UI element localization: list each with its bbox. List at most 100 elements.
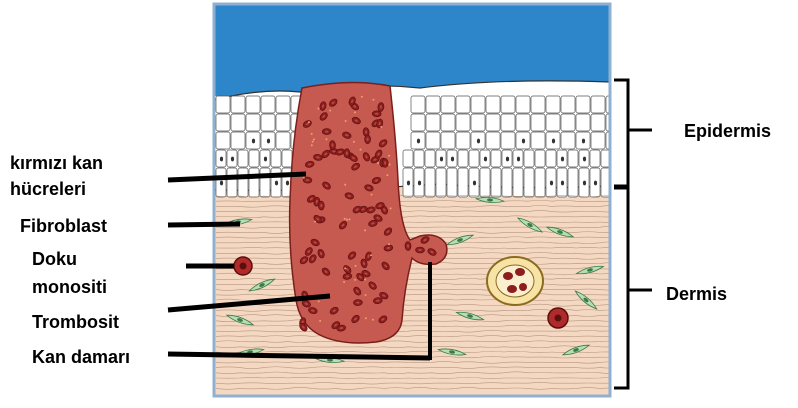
cell-nucleus — [522, 139, 525, 144]
cell-nucleus — [417, 139, 420, 144]
red-blood-cell — [382, 158, 389, 168]
vessel-rbc — [519, 283, 527, 291]
cell-nucleus — [506, 157, 509, 162]
epidermis-cell — [238, 150, 248, 167]
cell-nucleus — [286, 181, 289, 186]
platelet-speck — [303, 177, 305, 179]
epidermis-cell — [231, 96, 245, 113]
epidermis-cell — [501, 132, 515, 149]
cell-nucleus — [552, 139, 555, 144]
epidermis-cell — [249, 168, 259, 197]
epidermis-cell — [425, 168, 435, 197]
cell-nucleus — [451, 157, 454, 162]
platelet-speck — [388, 155, 390, 157]
epidermis-cell — [426, 114, 440, 131]
cell-nucleus — [252, 139, 255, 144]
cell-nucleus — [582, 139, 585, 144]
platelet-speck — [360, 149, 362, 151]
epidermis-cell — [546, 96, 560, 113]
platelet-speck — [344, 184, 346, 186]
platelet-speck — [344, 218, 346, 220]
cell-nucleus — [594, 181, 597, 186]
red-blood-cell — [405, 241, 411, 250]
epidermis-cell — [276, 114, 290, 131]
cell-nucleus — [561, 181, 564, 186]
epidermis-cell — [568, 150, 578, 167]
epidermis-cell — [216, 114, 230, 131]
platelet-speck — [346, 219, 348, 221]
epidermis-cell — [524, 150, 534, 167]
epidermis-cell — [513, 168, 523, 197]
epidermis-cell — [216, 96, 230, 113]
epidermis-cell — [436, 168, 446, 197]
epidermis-cell — [441, 132, 455, 149]
cell-nucleus — [440, 157, 443, 162]
epidermis-cell — [502, 168, 512, 197]
epidermis-cell — [606, 114, 620, 131]
epidermis-cell — [458, 150, 468, 167]
cell-nucleus — [517, 157, 520, 162]
epidermis-cell — [227, 168, 237, 197]
epidermis-cell — [411, 114, 425, 131]
epidermis-cell — [238, 168, 248, 197]
cell-nucleus — [418, 181, 421, 186]
vessel-rbc — [515, 268, 525, 276]
cell-nucleus — [484, 157, 487, 162]
vessel-rbc — [507, 285, 517, 293]
epidermis-cell — [276, 132, 290, 149]
platelet-speck — [372, 319, 374, 321]
label-blood-vessel: Kan damarı — [32, 346, 130, 368]
cell-nucleus — [473, 181, 476, 186]
platelet-speck — [389, 164, 391, 166]
cell-nucleus — [583, 181, 586, 186]
platelet-speck — [354, 279, 356, 281]
label-fibroblast: Fibroblast — [20, 215, 107, 237]
epidermis-cell — [531, 114, 545, 131]
epidermis-cell — [456, 96, 470, 113]
epidermis-cell — [561, 132, 575, 149]
label-epidermis: Epidermis — [684, 120, 771, 142]
epidermis-cell — [426, 132, 440, 149]
epidermis-cell — [591, 96, 605, 113]
platelet-speck — [386, 174, 388, 176]
epidermis-cell — [216, 132, 230, 149]
platelet-speck — [319, 320, 321, 322]
platelet-speck — [355, 265, 357, 267]
platelet-speck — [329, 110, 331, 112]
cell-nucleus — [561, 157, 564, 162]
label-red-cells-line1: kırmızı kan — [10, 152, 103, 174]
platelet-speck — [370, 254, 372, 256]
epidermis-cell — [471, 96, 485, 113]
platelet-speck — [365, 294, 367, 296]
cell-nucleus — [264, 157, 267, 162]
leader-fibroblast — [168, 224, 240, 225]
label-tissue-monocyte-line2: monositi — [32, 276, 107, 298]
epidermis-cell — [516, 114, 530, 131]
epidermis-cell — [426, 96, 440, 113]
platelet-speck — [312, 141, 314, 143]
epidermis-cell — [546, 114, 560, 131]
epidermis-cell — [590, 150, 600, 167]
cell-nucleus — [220, 157, 223, 162]
tissue-monocyte-nucleus — [555, 315, 562, 322]
platelet-speck — [317, 108, 319, 110]
cell-nucleus — [477, 139, 480, 144]
platelet-speck — [372, 99, 374, 101]
epidermis-cell — [458, 168, 468, 197]
platelet-speck — [308, 121, 310, 123]
epidermis-cell — [231, 132, 245, 149]
epidermis-cell — [561, 96, 575, 113]
platelet-speck — [318, 300, 320, 302]
epidermis-cell — [246, 96, 260, 113]
epidermis-cell — [261, 96, 275, 113]
epidermis-cell — [447, 168, 457, 197]
dermis-bracket — [614, 188, 628, 388]
label-tissue-monocyte-line1: Doku — [32, 248, 77, 270]
platelet-speck — [390, 207, 392, 209]
epidermis-cell — [535, 168, 545, 197]
epidermis-cell — [486, 132, 500, 149]
label-red-cells-line2: hücreleri — [10, 178, 86, 200]
epidermis-cell — [516, 96, 530, 113]
epidermis-cell — [524, 168, 534, 197]
